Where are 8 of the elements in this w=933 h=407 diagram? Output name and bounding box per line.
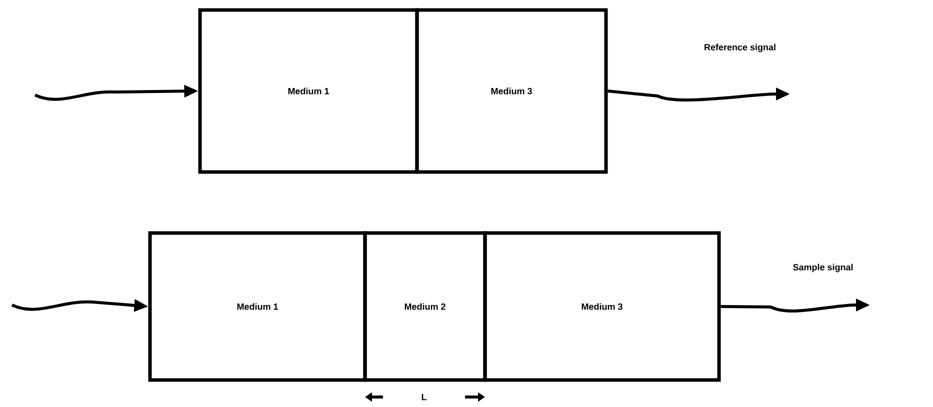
medium-box: Medium 3: [415, 8, 608, 174]
dimension-label: L: [422, 394, 426, 400]
medium-box: Medium 3: [483, 231, 721, 382]
edge-label: Reference signal: [703, 42, 778, 54]
medium-box: Medium 1: [148, 231, 367, 382]
edge-label: Sample signal: [792, 262, 854, 274]
medium-box: Medium 2: [363, 231, 487, 382]
medium-box: Medium 1: [198, 8, 419, 174]
